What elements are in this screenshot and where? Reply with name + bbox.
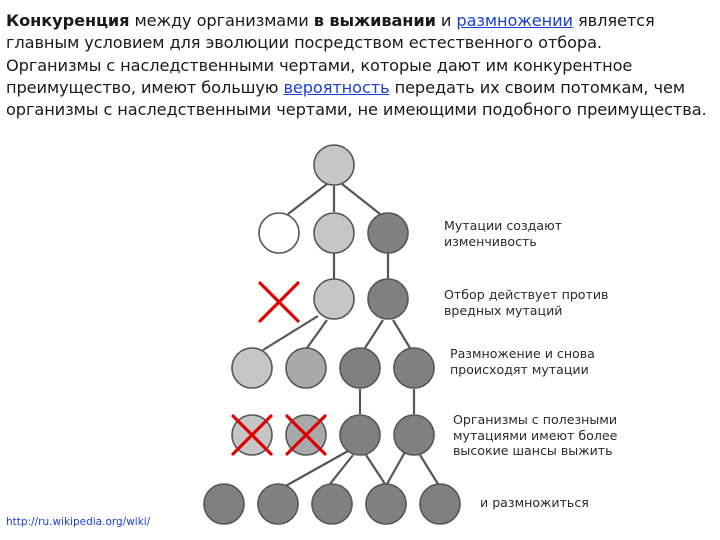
tree-nodes <box>203 144 461 525</box>
paragraph-line-4: преимущество, имеют большую вероятность … <box>6 77 718 99</box>
caption-reproduce: и размножиться <box>480 495 589 511</box>
caption-beneficial-line-3: высокие шансы выжить <box>453 443 613 458</box>
node-row3-dark-b <box>393 347 435 389</box>
node-row1-light <box>313 212 355 254</box>
probability-link[interactable]: вероятность <box>283 77 390 97</box>
node-row1-white <box>258 212 300 254</box>
source-link[interactable]: http://ru.wikipedia.org/wiki/ <box>6 516 151 528</box>
paragraph-line-1: Конкуренция между организмами в выживани… <box>6 10 718 32</box>
caption-beneficial-line-2: мутациями имеют более <box>453 427 618 443</box>
caption-beneficial: Организмы с полезными мутациями имеют бо… <box>453 412 617 459</box>
cross-icon <box>231 414 273 456</box>
line1-text-b: и <box>435 11 457 30</box>
node-row3-mid <box>285 347 327 389</box>
caption-mutations-line-2: изменчивость <box>444 233 537 249</box>
node-row3-light <box>231 347 273 389</box>
paragraph-line-5: организмы с наследственными чертами, не … <box>6 100 707 120</box>
caption-reproduction-line-1: Размножение и снова <box>450 346 595 361</box>
node-row5-2 <box>257 483 299 525</box>
caption-mutations-line-1: Мутации создают <box>444 218 563 233</box>
node-row5-3 <box>311 483 353 525</box>
node-row1-dark <box>367 212 409 254</box>
cross-icon <box>258 281 300 323</box>
node-row5-5 <box>419 483 461 525</box>
node-root <box>313 144 355 186</box>
line4-text-b: передать их своим потомкам, чем <box>389 77 685 97</box>
caption-selection-line-2: вредных мутаций <box>444 302 563 318</box>
tree-edges <box>262 183 439 489</box>
node-row3-dark-a <box>339 347 381 389</box>
cross-icon <box>285 414 327 456</box>
caption-selection: Отбор действует против вредных мутаций <box>444 287 608 318</box>
node-row4-dark-b <box>393 414 435 456</box>
caption-reproduction-line-2: происходят мутации <box>450 361 589 377</box>
caption-reproduction: Размножение и снова происходят мутации <box>450 346 595 377</box>
term-competition: Конкуренция <box>6 11 130 30</box>
caption-mutations: Мутации создают изменчивость <box>444 218 562 249</box>
paragraph-line-2: главным условием для эволюции посредство… <box>6 33 602 53</box>
reproduction-link[interactable]: размножении <box>456 11 573 30</box>
node-row4-dark-a <box>339 414 381 456</box>
selection-crosses <box>231 281 327 456</box>
node-row5-4 <box>365 483 407 525</box>
intro-paragraph: Конкуренция между организмами в выживани… <box>6 10 718 121</box>
node-row5-1 <box>203 483 245 525</box>
node-row2-dark <box>367 278 409 320</box>
line1-text-c: является <box>572 11 655 30</box>
caption-reproduce-line-1: и размножиться <box>480 495 589 510</box>
node-row2-light <box>313 278 355 320</box>
caption-beneficial-line-1: Организмы с полезными <box>453 412 618 427</box>
paragraph-line-3: Организмы с наследственными чертами, кот… <box>6 55 633 75</box>
caption-selection-line-1: Отбор действует против <box>444 287 609 302</box>
line4-text-a: преимущество, имеют большую <box>6 77 284 97</box>
line1-text-a: между организмами <box>129 11 314 30</box>
term-survival: в выживании <box>313 11 436 30</box>
